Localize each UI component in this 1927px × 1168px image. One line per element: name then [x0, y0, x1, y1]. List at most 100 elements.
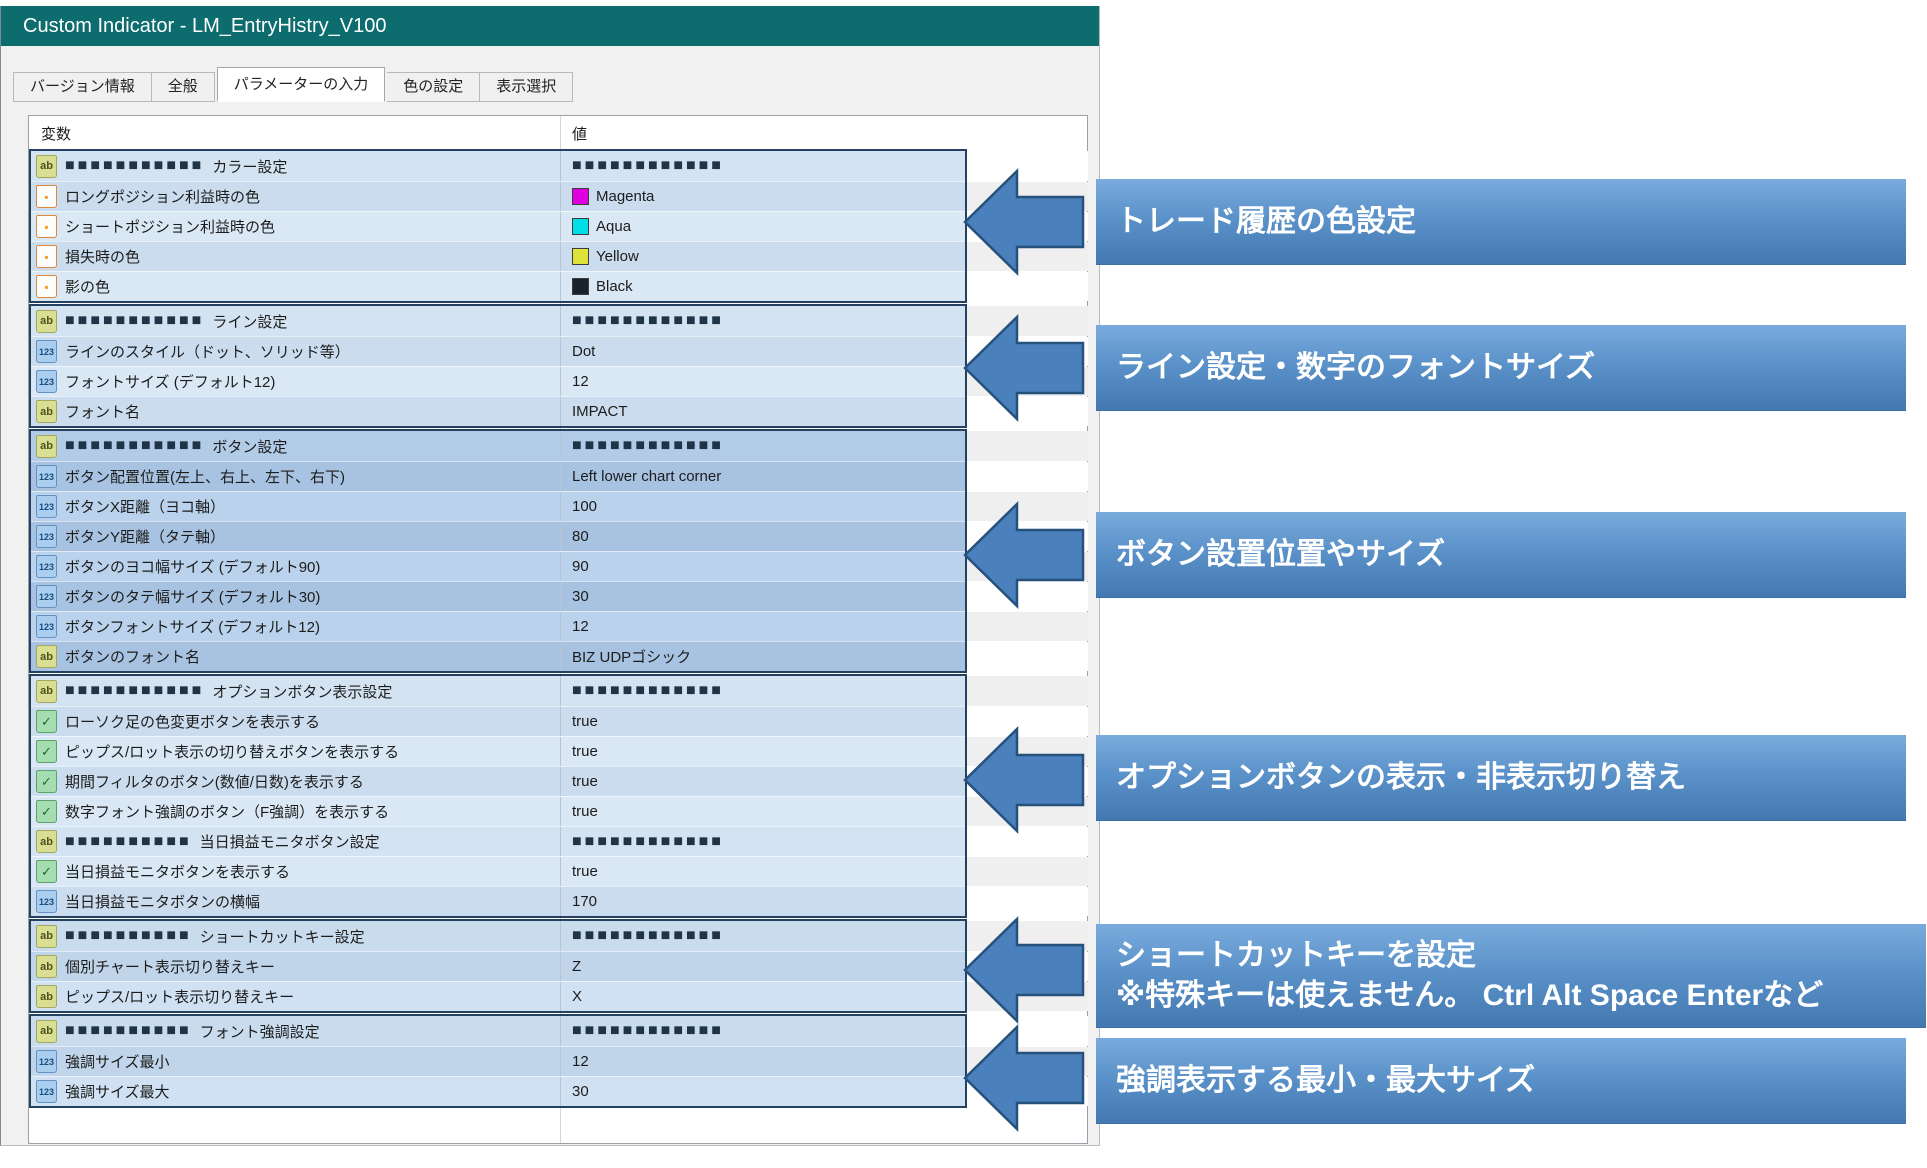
tab-bar: バージョン情報全般パラメーターの入力色の設定表示選択 [13, 67, 574, 102]
callout-text: ※特殊キーは使えません。 Ctrl Alt Space Enterなど [1116, 978, 1824, 1012]
param-value-cell[interactable]: BIZ UDPゴシック [560, 642, 965, 671]
param-value-cell[interactable]: Left lower chart corner [560, 462, 965, 491]
param-row[interactable]: ab■■■■■■■■■■■ライン設定■■■■■■■■■■■■ [31, 306, 1088, 336]
param-value-cell[interactable]: X [560, 982, 965, 1011]
param-value-cell[interactable]: 12 [560, 367, 965, 396]
param-row[interactable]: ab■■■■■■■■■■フォント強調設定 ■■■■■■■■■■■■ [31, 1016, 1088, 1046]
section-squares: ■■■■■■■■■■■ [65, 682, 205, 699]
param-row[interactable]: 123 ボタン配置位置(左上、右上、左下、右下) Left lower chart … [31, 461, 1088, 491]
int-param-icon: 123 [36, 495, 57, 518]
section-squares: ■■■■■■■■■■■■ [572, 927, 724, 944]
int-param-icon: 123 [36, 370, 57, 393]
param-value-cell[interactable]: 170 [560, 887, 965, 916]
param-name: 当日損益モニタボタンの横幅 [65, 894, 261, 911]
param-value-cell[interactable]: 80 [560, 522, 965, 551]
param-value-cell[interactable]: Z [560, 952, 965, 981]
param-name-cell: ab■■■■■■■■■■■ライン設定 [31, 309, 560, 333]
callout-arrow-icon [963, 726, 1085, 834]
param-row[interactable]: ab■■■■■■■■■■■オプションボタン表示設定■■■■■■■■■■■■ [31, 676, 1088, 706]
tab-2[interactable]: パラメーターの入力 [216, 67, 386, 102]
param-value-cell[interactable]: ■■■■■■■■■■■■ [560, 676, 965, 706]
param-value-cell[interactable]: IMPACT [560, 397, 965, 426]
param-value-cell[interactable]: 12 [560, 612, 965, 641]
param-value-cell[interactable]: ■■■■■■■■■■■■ [560, 431, 965, 461]
indicator-dialog: Custom Indicator - LM_EntryHistry_V100 バ… [0, 6, 1100, 1146]
dialog-titlebar[interactable]: Custom Indicator - LM_EntryHistry_V100 [1, 6, 1099, 46]
tab-3[interactable]: 色の設定 [387, 72, 481, 102]
param-row[interactable]: ab■■■■■■■■■■■カラー設定■■■■■■■■■■■■ [31, 151, 1088, 181]
param-value-cell[interactable]: ■■■■■■■■■■■■ [560, 827, 965, 856]
section-squares: ■■■■■■■■■■■■ [572, 1022, 724, 1039]
param-value-cell[interactable]: ■■■■■■■■■■■■ [560, 1016, 965, 1046]
param-value-cell[interactable]: 100 [560, 492, 965, 521]
param-value-cell[interactable]: 30 [560, 582, 965, 611]
tab-1[interactable]: 全般 [151, 72, 215, 102]
callout-arrow-icon [963, 1024, 1085, 1132]
section-squares: ■■■■■■■■■■■ [65, 437, 205, 454]
int-param-icon: 123 [36, 465, 57, 488]
param-value-cell[interactable]: Magenta [560, 182, 965, 211]
param-value-cell[interactable]: true [560, 797, 965, 826]
param-value-cell[interactable]: ■■■■■■■■■■■■ [560, 306, 965, 336]
tab-4[interactable]: 表示選択 [480, 72, 574, 102]
int-param-icon: 123 [36, 1080, 57, 1103]
section-squares: ■■■■■■■■■■■ [65, 157, 205, 174]
param-value-cell[interactable]: Aqua [560, 212, 965, 241]
param-value-cell[interactable]: Black [560, 272, 965, 301]
param-row[interactable]: ab■■■■■■■■■■■ボタン設定■■■■■■■■■■■■ [31, 431, 1088, 461]
param-value-cell[interactable]: true [560, 857, 965, 886]
callout-arrow-icon [963, 168, 1085, 276]
tab-0[interactable]: バージョン情報 [13, 72, 152, 102]
param-value-cell[interactable]: ■■■■■■■■■■■■ [560, 921, 965, 951]
param-value-cell[interactable]: true [560, 737, 965, 766]
bool-param-icon: ✓ [36, 860, 57, 883]
callout-text: ボタン設置位置やサイズ [1116, 537, 1446, 571]
param-row[interactable]: ab■■■■■■■■■■ショートカットキー設定■■■■■■■■■■■■ [31, 921, 1088, 951]
param-value: Z [572, 958, 582, 975]
param-row[interactable]: ab■■■■■■■■■■当日損益モニタボタン設定■■■■■■■■■■■■ [31, 826, 1088, 856]
param-value-cell[interactable]: true [560, 707, 965, 736]
param-value-cell[interactable]: ■■■■■■■■■■■■ [560, 151, 965, 181]
param-value-cell[interactable]: 12 [560, 1047, 965, 1076]
param-value-cell[interactable]: Yellow [560, 242, 965, 271]
param-value: Magenta [596, 188, 655, 205]
param-value-cell[interactable]: 90 [560, 552, 965, 581]
string-param-icon: ab [36, 434, 57, 458]
section-squares: ■■■■■■■■■■ [65, 1022, 192, 1039]
int-param-icon: 123 [36, 585, 57, 608]
param-value-cell[interactable]: Dot [560, 337, 965, 366]
int-param-icon: 123 [36, 340, 57, 363]
color-param-icon: ▪ [36, 245, 57, 268]
param-name: ボタン配置位置(左上、右上、左下、右下) [65, 469, 345, 486]
param-value-cell[interactable]: 30 [560, 1077, 965, 1106]
string-param-icon: ab [36, 154, 57, 178]
callout-label: オプションボタンの表示・非表示切り替え [1096, 735, 1906, 821]
color-param-icon: ▪ [36, 215, 57, 238]
param-value-cell[interactable]: true [560, 767, 965, 796]
param-name-cell: ab■■■■■■■■■■フォント強調設定 [31, 1019, 560, 1043]
